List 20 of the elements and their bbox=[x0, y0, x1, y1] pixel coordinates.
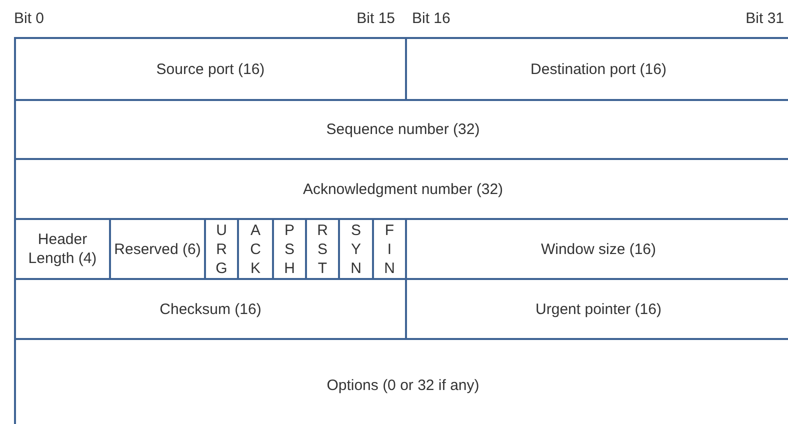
header-field: Window size (16) bbox=[405, 218, 788, 278]
header-field: R S T bbox=[305, 218, 338, 278]
header-field: Acknowledgment number (32) bbox=[14, 158, 788, 218]
header-field: P S H bbox=[272, 218, 305, 278]
header-field: S Y N bbox=[338, 218, 372, 278]
header-field: Destination port (16) bbox=[405, 37, 788, 99]
header-field: Source port (16) bbox=[14, 37, 405, 99]
bit-label: Bit 15 bbox=[356, 10, 395, 27]
bit-label: Bit 16 bbox=[412, 10, 450, 27]
header-field: Reserved (6) bbox=[109, 218, 204, 278]
header-field: Options (0 or 32 if any) bbox=[14, 338, 788, 424]
bit-label: Bit 0 bbox=[14, 10, 44, 27]
header-field: F I N bbox=[372, 218, 405, 278]
header-field: U R G bbox=[204, 218, 237, 278]
header-field: Sequence number (32) bbox=[14, 99, 788, 158]
bit-label: Bit 31 bbox=[746, 10, 784, 27]
header-field: A C K bbox=[237, 218, 272, 278]
header-field: Urgent pointer (16) bbox=[405, 278, 788, 338]
header-field: Header Length (4) bbox=[14, 218, 109, 278]
header-field: Checksum (16) bbox=[14, 278, 405, 338]
